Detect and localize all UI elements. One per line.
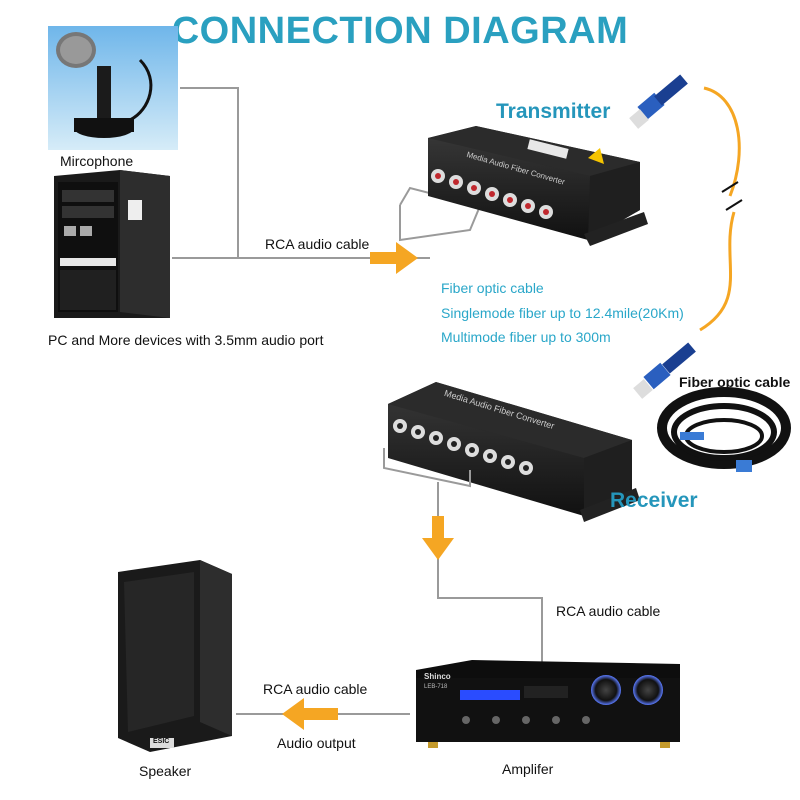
transmitter-device [428,126,648,246]
transmitter-rca-ports [431,169,553,219]
receiver-device [388,382,640,522]
pc-label: PC and More devices with 3.5mm audio por… [48,332,324,348]
rca-cable-label-top: RCA audio cable [265,236,370,252]
rca-cable-label-bottom: RCA audio cable [263,681,368,697]
transmitter-label: Transmitter [496,100,611,123]
microphone-label: Mircophone [60,153,134,169]
fiber-cable-coil [657,387,791,472]
fiber-cable-line [699,86,743,332]
diagram-title: CONNECTION DIAGRAM [171,10,629,52]
amplifier-model-text: LEB-718 [424,684,448,690]
sc-connector-bottom [633,342,696,399]
fiber-info-line-3: Multimode fiber up to 300m [441,329,611,345]
orange-arrow-top [370,242,418,274]
fiber-info-line-1: Fiber optic cable [441,280,544,296]
receiver-label: Receiver [610,489,698,512]
speaker-image [118,560,232,752]
sc-connector-top [629,74,688,129]
audio-output-label: Audio output [277,735,356,751]
amplifier-brand-text: Shinco [424,672,451,681]
microphone-image [48,26,178,150]
rca-cable-label-middle: RCA audio cable [556,603,661,619]
speaker-label: Speaker [139,763,192,779]
orange-arrow-down [422,516,454,560]
pc-tower-image [54,170,170,318]
amplifier-image [416,660,680,748]
speaker-brand-text: ESIC [153,738,170,745]
fiber-info-line-2: Singlemode fiber up to 12.4mile(20Km) [441,305,684,321]
receiver-rca-ports [393,419,533,475]
amplifier-label: Amplifer [502,761,554,777]
orange-arrow-left [282,698,338,730]
fiber-cable-label: Fiber optic cable [679,374,791,390]
